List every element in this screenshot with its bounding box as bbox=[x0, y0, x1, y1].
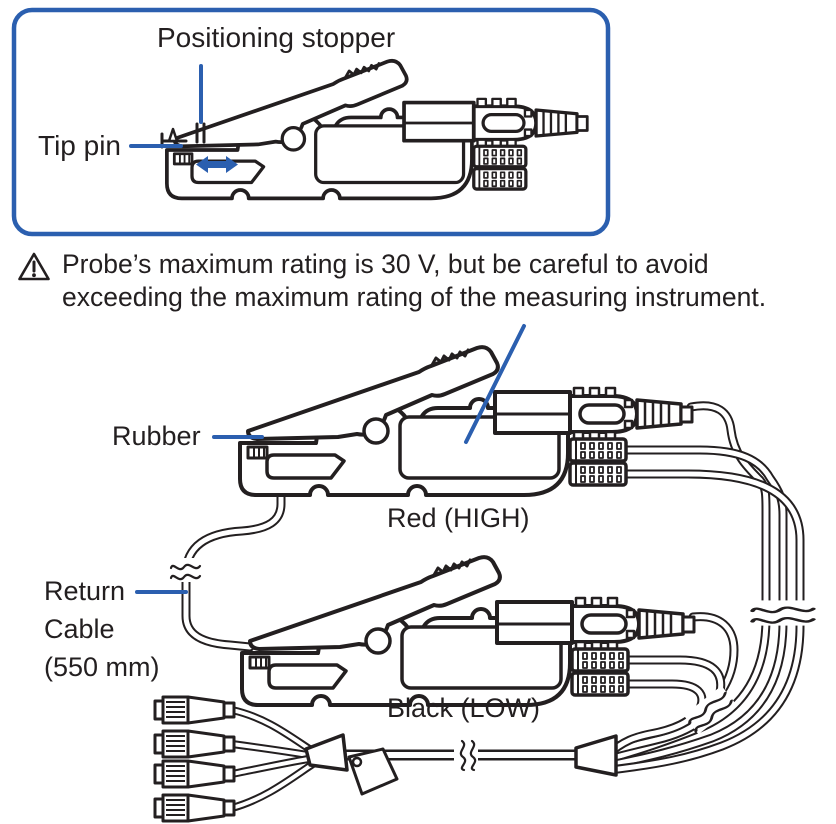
warning-triangle-icon bbox=[18, 252, 50, 281]
return-cable-label-line: Cable bbox=[44, 614, 115, 644]
rubber-label: Rubber bbox=[112, 421, 201, 451]
cable-bundle-cone bbox=[304, 733, 349, 772]
inset-probe-illustration bbox=[165, 58, 590, 201]
double-arrow-icon bbox=[196, 156, 238, 173]
bnc-fan-cables bbox=[228, 706, 320, 812]
positioning-stopper-label: Positioning stopper bbox=[157, 22, 396, 53]
cable-tag bbox=[347, 747, 399, 796]
bnc-connector-3 bbox=[153, 759, 236, 789]
max-rating-pointer-line bbox=[464, 324, 526, 444]
bnc-connector-4 bbox=[153, 793, 236, 823]
bnc-connector-2 bbox=[153, 729, 236, 759]
warning-note: Probe’s maximum rating is 30 V, but be c… bbox=[17, 248, 766, 314]
warning-line-2: exceeding the maximum rating of the meas… bbox=[62, 282, 767, 312]
return-cable-label-line: Return bbox=[44, 576, 126, 606]
positioning-stopper-detail bbox=[195, 122, 206, 144]
cable-break-mark bbox=[452, 738, 480, 772]
warning-text: Probe’s maximum rating is 30 V, but be c… bbox=[62, 248, 766, 314]
return-cable bbox=[181, 487, 286, 652]
black-probe-label: Black (LOW) bbox=[387, 693, 541, 723]
warning-line-1: Probe’s maximum rating is 30 V, but be c… bbox=[62, 249, 709, 279]
cable-harness bbox=[181, 401, 805, 812]
tip-pin-label: Tip pin bbox=[38, 130, 122, 161]
black-probe-illustration bbox=[240, 555, 696, 707]
inset-panel-border bbox=[11, 7, 611, 237]
cable-break-mark bbox=[169, 556, 203, 584]
return-cable-label: Return Cable (550 mm) bbox=[44, 572, 160, 686]
bnc-connector-1 bbox=[153, 695, 236, 725]
red-probe-label: Red (HIGH) bbox=[387, 503, 530, 533]
cable-sleeve-funnel bbox=[574, 734, 618, 777]
cable-break-mark bbox=[753, 600, 816, 625]
red-probe-illustration bbox=[238, 345, 694, 497]
return-cable-label-line: (550 mm) bbox=[44, 652, 160, 682]
